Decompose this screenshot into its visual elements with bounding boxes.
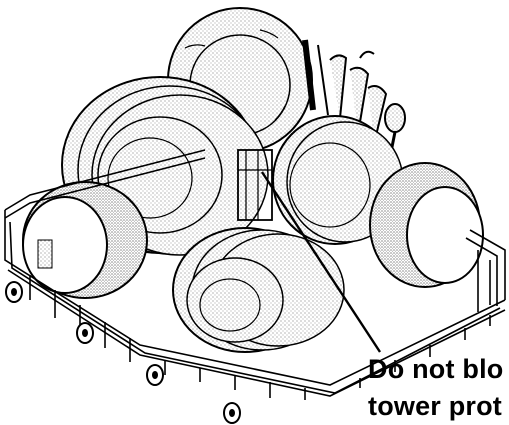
wash-tower xyxy=(237,149,273,221)
callout-text-line-1: Do not blo xyxy=(368,354,504,384)
rack-wheels xyxy=(5,281,241,424)
left-bowl xyxy=(22,181,148,299)
wheel-4 xyxy=(223,402,241,424)
wheel-2 xyxy=(76,322,94,344)
callout-text-line-2: tower prot xyxy=(368,391,502,421)
utensils xyxy=(302,39,406,163)
front-plate-stack xyxy=(172,227,345,353)
wheel-3 xyxy=(146,364,164,386)
right-bowl xyxy=(369,162,484,288)
wheel-1 xyxy=(5,281,23,303)
callout-leader xyxy=(260,171,382,353)
wire-rack xyxy=(4,149,506,400)
